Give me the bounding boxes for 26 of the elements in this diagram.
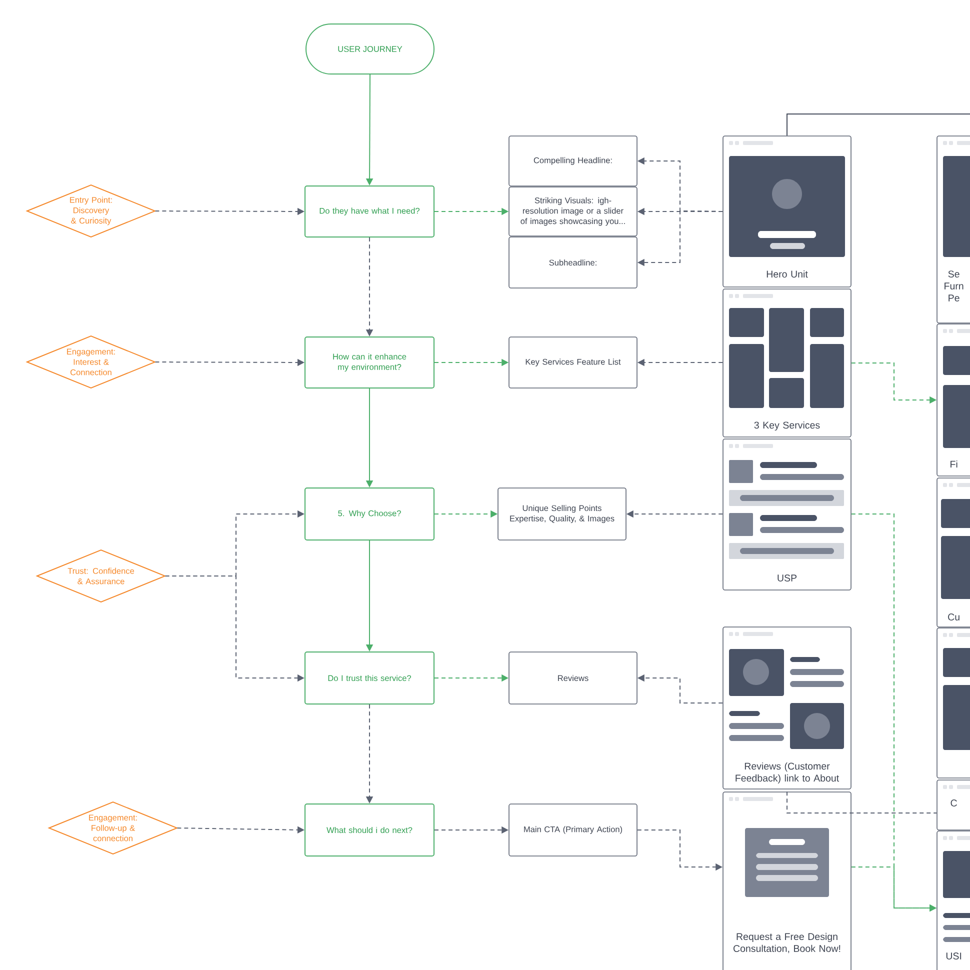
content-box: Compelling Headline:	[508, 136, 638, 186]
connector-line	[786, 791, 938, 814]
content-box: Subheadline:	[508, 236, 638, 288]
step-box: Do I trust this service?	[304, 652, 434, 704]
wireframe-card: USP	[722, 438, 852, 590]
wireframe-card: Hero Unit	[722, 136, 852, 288]
wireframe-card: Reviews (Customer Feedback) link to About	[722, 626, 852, 790]
step-box: 5. Why Choose?	[304, 488, 434, 540]
start-pill: USER JOURNEY	[306, 24, 434, 74]
wireframe-card: Se Furn Pe	[936, 136, 970, 324]
content-box: Key Services Feature List	[508, 336, 638, 388]
step-box: How can it enhance my environment?	[304, 336, 434, 388]
content-box: Reviews	[508, 652, 638, 704]
wireframe-card: USI	[936, 830, 970, 970]
step-box: Do they have what I need?	[304, 186, 434, 238]
wireframe-card	[936, 628, 970, 778]
wireframe-card: 3 Key Services	[722, 288, 852, 438]
wireframe-card: Fi	[936, 324, 970, 476]
content-box: Main CTA (Primary Action)	[508, 804, 638, 856]
wireframe-card: Request a Free Design Consultation, Book Now!	[722, 792, 852, 970]
wireframe-card: C	[936, 780, 970, 830]
connector-line	[786, 114, 970, 136]
content-box: Striking Visuals: igh-resolution image or a slider of images showcasing you...	[508, 186, 638, 236]
wireframe-card: Cu	[936, 478, 970, 628]
content-box: Unique Selling Points Expertise, Quality, & Images	[498, 488, 626, 540]
step-box: What should i do next?	[304, 804, 434, 857]
